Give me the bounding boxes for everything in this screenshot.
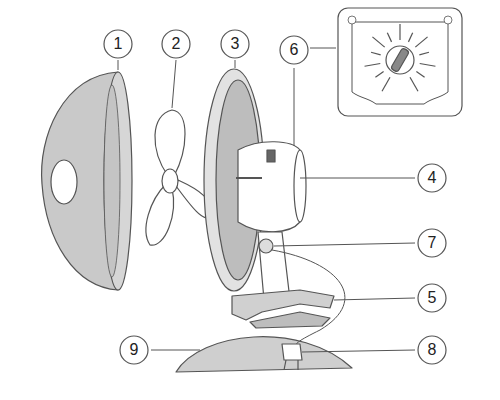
front-grille-badge <box>51 160 77 204</box>
callout-circle-shape <box>280 36 308 64</box>
callout-circle-shape <box>120 336 148 364</box>
screw <box>444 16 452 24</box>
dial-tick <box>399 24 400 40</box>
callout-circle-shape <box>418 164 446 192</box>
dial-tick <box>415 37 427 47</box>
dial-tick <box>419 52 429 55</box>
leader-line <box>302 350 415 352</box>
motor-shaft <box>236 177 262 179</box>
callout-circle-shape <box>162 30 190 58</box>
callout-number: 4 <box>417 169 447 187</box>
callout-circle: 3 <box>220 29 250 59</box>
plug-pin <box>297 360 298 370</box>
callout-circle-shape <box>418 284 446 312</box>
plug <box>282 344 302 360</box>
callout-circle: 2 <box>161 29 191 59</box>
dial <box>386 46 414 74</box>
leader-line <box>294 68 295 146</box>
motor-housing <box>238 142 300 232</box>
control-inset <box>338 8 462 116</box>
plug-pin <box>284 360 286 370</box>
leader-line <box>310 48 336 49</box>
leader-line <box>300 178 415 179</box>
callout-circle: 4 <box>417 163 447 193</box>
dial-tick <box>382 77 390 91</box>
callout-circle: 1 <box>103 29 133 59</box>
dial-tick <box>365 63 381 66</box>
blade-hub <box>162 169 178 193</box>
tilt-knob <box>259 239 273 253</box>
callout-number: 7 <box>417 234 447 252</box>
callout-number: 5 <box>417 289 447 307</box>
callout-number: 9 <box>119 341 149 359</box>
callout-circle: 9 <box>119 335 149 365</box>
leader-line <box>118 60 119 70</box>
leader-line <box>334 298 415 300</box>
callout-circle: 6 <box>279 35 309 65</box>
callout-number: 2 <box>161 35 191 53</box>
callout-circle: 8 <box>417 335 447 365</box>
dial-ticks <box>365 24 436 91</box>
fan-parts <box>42 8 462 372</box>
leader-line <box>235 60 236 68</box>
callout-number: 8 <box>417 341 447 359</box>
callout-circle-shape <box>221 30 249 58</box>
dial-tick <box>416 71 424 77</box>
dial-tick <box>375 71 383 77</box>
switch <box>267 150 275 162</box>
dial-tick <box>420 63 436 66</box>
dial-tick <box>372 37 384 47</box>
fan-blade <box>155 110 185 176</box>
front-grille-inner-rim <box>104 85 120 277</box>
leader-line <box>151 350 200 351</box>
clamp-jaw <box>250 312 330 328</box>
callout-number: 6 <box>279 41 309 59</box>
leader-line <box>274 243 415 246</box>
callout-number: 3 <box>220 35 250 53</box>
front-grille-rim <box>104 72 132 290</box>
dial-tick <box>371 52 381 55</box>
power-cord <box>272 250 345 352</box>
leader-line <box>172 60 176 108</box>
callout-circle-shape <box>418 336 446 364</box>
control-panel <box>352 22 448 104</box>
motor-back <box>294 150 306 222</box>
screw <box>348 16 356 24</box>
callout-circle-shape <box>104 30 132 58</box>
callout-circle: 5 <box>417 283 447 313</box>
dial-tick <box>408 33 412 42</box>
base <box>176 337 352 372</box>
dial-tick <box>410 77 418 91</box>
stand-neck <box>258 232 290 300</box>
dial-tick <box>387 33 391 42</box>
dial-grip <box>391 48 410 73</box>
callout-circle-shape <box>418 229 446 257</box>
callout-circle: 7 <box>417 228 447 258</box>
leader-lines <box>118 48 415 352</box>
callout-number: 1 <box>103 35 133 53</box>
